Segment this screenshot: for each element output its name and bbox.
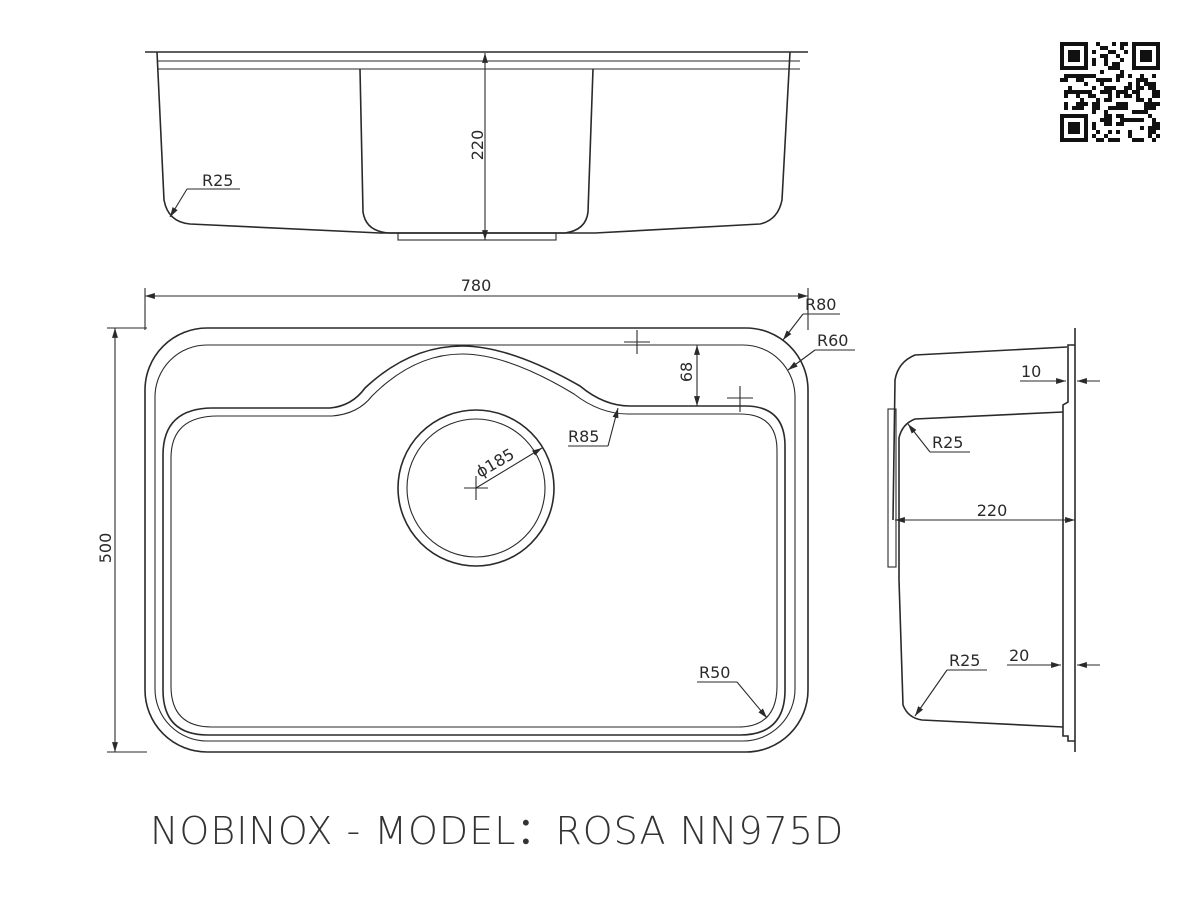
side-view: 220 10 20 R25 R25 — [887, 328, 1100, 752]
center-marks — [464, 330, 753, 500]
drain-outer — [397, 409, 555, 567]
flange-label: 20 — [1009, 646, 1029, 665]
rim-radius-label: R60 — [817, 331, 848, 350]
qr-code-icon — [1060, 42, 1160, 142]
width-label: 780 — [461, 276, 492, 295]
bump-depth-label: 68 — [677, 362, 696, 382]
side-depth-label: 220 — [977, 501, 1008, 520]
side-bottom-radius-label: R25 — [949, 651, 980, 670]
front-depth-label: 220 — [468, 130, 487, 161]
bowl-radius-label: R50 — [699, 663, 730, 682]
height-label: 500 — [96, 533, 115, 564]
front-radius-label: R25 — [202, 171, 233, 190]
front-view: 220 R25 — [145, 51, 808, 241]
side-top-radius-label: R25 — [932, 433, 963, 452]
outer-radius-label: R80 — [805, 295, 836, 314]
plan-view: ϕ185 780 500 68 R80 R60 R85 R50 — [96, 276, 855, 753]
rim-thickness-label: 10 — [1021, 362, 1041, 381]
drain-inner — [406, 418, 546, 558]
model-title: NOBINOX - MODEL：ROSA NN975D — [150, 809, 845, 853]
bump-radius-label: R85 — [568, 427, 599, 446]
